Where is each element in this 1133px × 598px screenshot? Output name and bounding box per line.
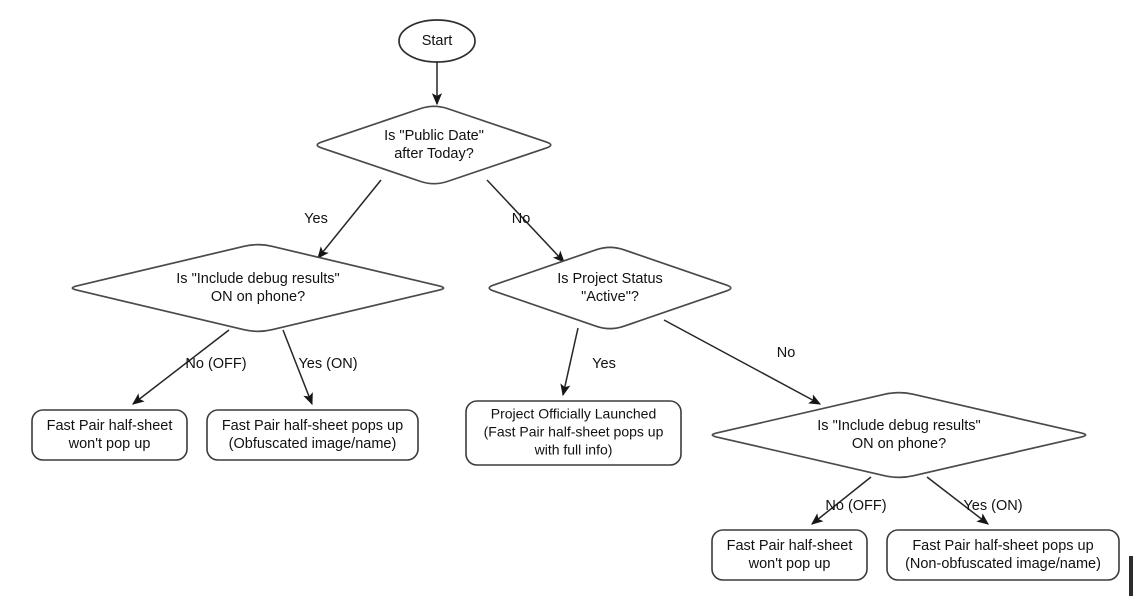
node-label-line: (Non-obfuscated image/name) xyxy=(905,556,1101,572)
node-label-line: Is "Public Date" xyxy=(384,128,484,144)
node-label-line: Fast Pair half-sheet xyxy=(47,418,173,434)
node-label-line: ON on phone? xyxy=(852,436,946,452)
node-label-line: Project Officially Launched xyxy=(491,406,657,422)
flow-node-result-on-left[interactable]: Fast Pair half-sheet pops up (Obfuscated … xyxy=(206,409,419,461)
node-label-line: Is "Include debug results" xyxy=(176,271,339,287)
node-diamond xyxy=(71,243,445,333)
edge-label-e-debugright-on: Yes (ON) xyxy=(963,498,1022,514)
edge-label-e-public-yes: Yes xyxy=(304,211,328,227)
flow-edge xyxy=(663,319,822,405)
edge-label-e-status-yes: Yes xyxy=(592,356,616,372)
node-rounded-rect xyxy=(711,529,868,581)
node-label-line: Fast Pair half-sheet pops up xyxy=(912,538,1093,554)
edge-label-e-debugleft-on: Yes (ON) xyxy=(298,356,357,372)
flow-node-launched[interactable]: Project Officially Launched (Fast Pair ha… xyxy=(465,400,682,466)
right-edge-artifact xyxy=(1129,556,1133,596)
edge-label-e-status-no: No xyxy=(777,345,796,361)
nodes-layer: Start Is "Public Date" after Today? Is "Inc… xyxy=(31,19,1120,581)
edge-label-e-debugright-off: No (OFF) xyxy=(825,498,886,514)
node-diamond xyxy=(488,246,732,330)
edge-label-e-debugleft-off: No (OFF) xyxy=(185,356,246,372)
flow-node-result-off-right[interactable]: Fast Pair half-sheet won't pop up xyxy=(711,529,868,581)
node-label-line: won't pop up xyxy=(748,556,831,572)
node-label-line: ON on phone? xyxy=(211,289,305,305)
node-ellipse xyxy=(398,19,476,63)
flow-edge xyxy=(282,329,313,406)
flow-edge xyxy=(811,476,872,525)
node-label-line: won't pop up xyxy=(68,436,151,452)
flow-node-public-date[interactable]: Is "Public Date" after Today? xyxy=(316,105,552,185)
node-rounded-rect xyxy=(886,529,1120,581)
flow-edge xyxy=(132,329,230,405)
node-label-line: Fast Pair half-sheet pops up xyxy=(222,418,403,434)
flow-edge xyxy=(317,179,382,259)
node-rounded-rect xyxy=(465,400,682,466)
node-label-line: Is Project Status xyxy=(557,271,663,287)
node-label-line: after Today? xyxy=(394,146,474,162)
node-diamond xyxy=(711,391,1087,479)
edges-layer xyxy=(132,62,989,525)
node-diamond xyxy=(316,105,552,185)
edge-label-e-public-no: No xyxy=(512,211,531,227)
node-label-line: Start xyxy=(422,33,453,49)
node-label-line: (Obfuscated image/name) xyxy=(229,436,397,452)
node-label-line: Is "Include debug results" xyxy=(817,418,980,434)
node-label-line: (Fast Pair half-sheet pops up xyxy=(484,424,664,440)
flow-node-debug-left[interactable]: Is "Include debug results" ON on phone? xyxy=(71,243,445,333)
flow-node-result-on-right[interactable]: Fast Pair half-sheet pops up (Non-obfusca… xyxy=(886,529,1120,581)
flow-edge xyxy=(560,327,579,397)
node-label-line: with full info) xyxy=(534,442,613,458)
flow-edge xyxy=(926,476,989,525)
flow-node-result-off-left[interactable]: Fast Pair half-sheet won't pop up xyxy=(31,409,188,461)
flow-edge xyxy=(486,179,565,263)
flow-node-start[interactable]: Start xyxy=(398,19,476,63)
node-rounded-rect xyxy=(206,409,419,461)
flow-node-debug-right[interactable]: Is "Include debug results" ON on phone? xyxy=(711,391,1087,479)
flow-node-project-status[interactable]: Is Project Status "Active"? xyxy=(488,246,732,330)
node-label-line: "Active"? xyxy=(581,289,639,305)
node-label-line: Fast Pair half-sheet xyxy=(727,538,853,554)
node-rounded-rect xyxy=(31,409,188,461)
